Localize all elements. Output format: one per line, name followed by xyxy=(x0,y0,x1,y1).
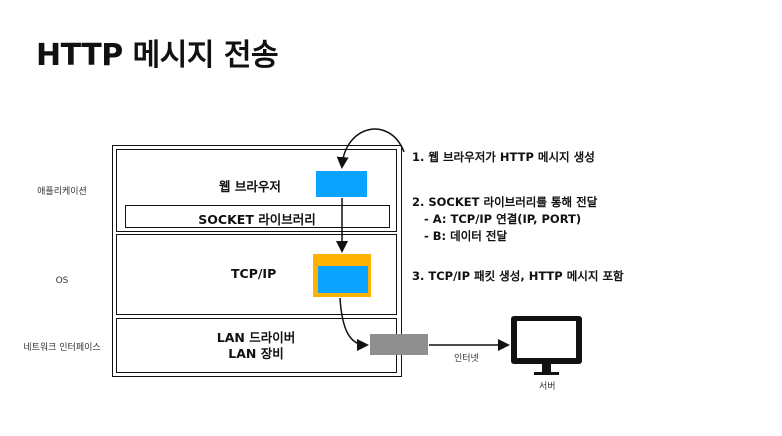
server-label: 서버 xyxy=(539,382,556,392)
packet-http-payload xyxy=(318,266,368,293)
side-label-application: 애플리케이션 xyxy=(37,187,87,197)
side-label-os: OS xyxy=(55,276,69,286)
arrow-step1-curve xyxy=(336,128,405,169)
step3-text: 3. TCP/IP 패킷 생성, HTTP 메시지 포함 xyxy=(412,269,624,283)
lan-driver-label: LAN 드라이버 xyxy=(216,330,296,345)
lan-device-label: LAN 장비 xyxy=(228,346,284,361)
internet-label: 인터넷 xyxy=(454,354,479,364)
page-title: HTTP 메시지 전송 xyxy=(36,38,279,73)
socket-library-label: SOCKET 라이브러리 xyxy=(198,212,316,227)
client-stack-frame: 웹 브라우저 SOCKET 라이브러리 TCP/IP LAN 드라이버 LAN … xyxy=(112,145,402,377)
arrow-tcpip-to-lan xyxy=(339,297,369,351)
step2b-text: - B: 데이터 전달 xyxy=(424,229,508,243)
tcpip-packet-block xyxy=(313,254,371,297)
server-monitor-icon xyxy=(511,316,582,375)
step2-text: 2. SOCKET 라이브러리를 통해 전달 xyxy=(412,195,598,209)
network-interface-layer: LAN 드라이버 LAN 장비 xyxy=(116,318,397,373)
socket-library-box: SOCKET 라이브러리 xyxy=(125,205,390,228)
web-browser-label: 웹 브라우저 xyxy=(219,179,281,194)
step2a-text: - A: TCP/IP 연결(IP, PORT) xyxy=(424,212,582,226)
application-layer: 웹 브라우저 SOCKET 라이브러리 xyxy=(116,149,397,232)
network-packet-block xyxy=(370,334,428,355)
http-message-block xyxy=(316,171,367,197)
tcpip-label: TCP/IP xyxy=(231,266,277,281)
step1-text: 1. 웹 브라우저가 HTTP 메시지 생성 xyxy=(412,150,595,164)
side-label-network-interface: 네트워크 인터페이스 xyxy=(23,343,101,353)
